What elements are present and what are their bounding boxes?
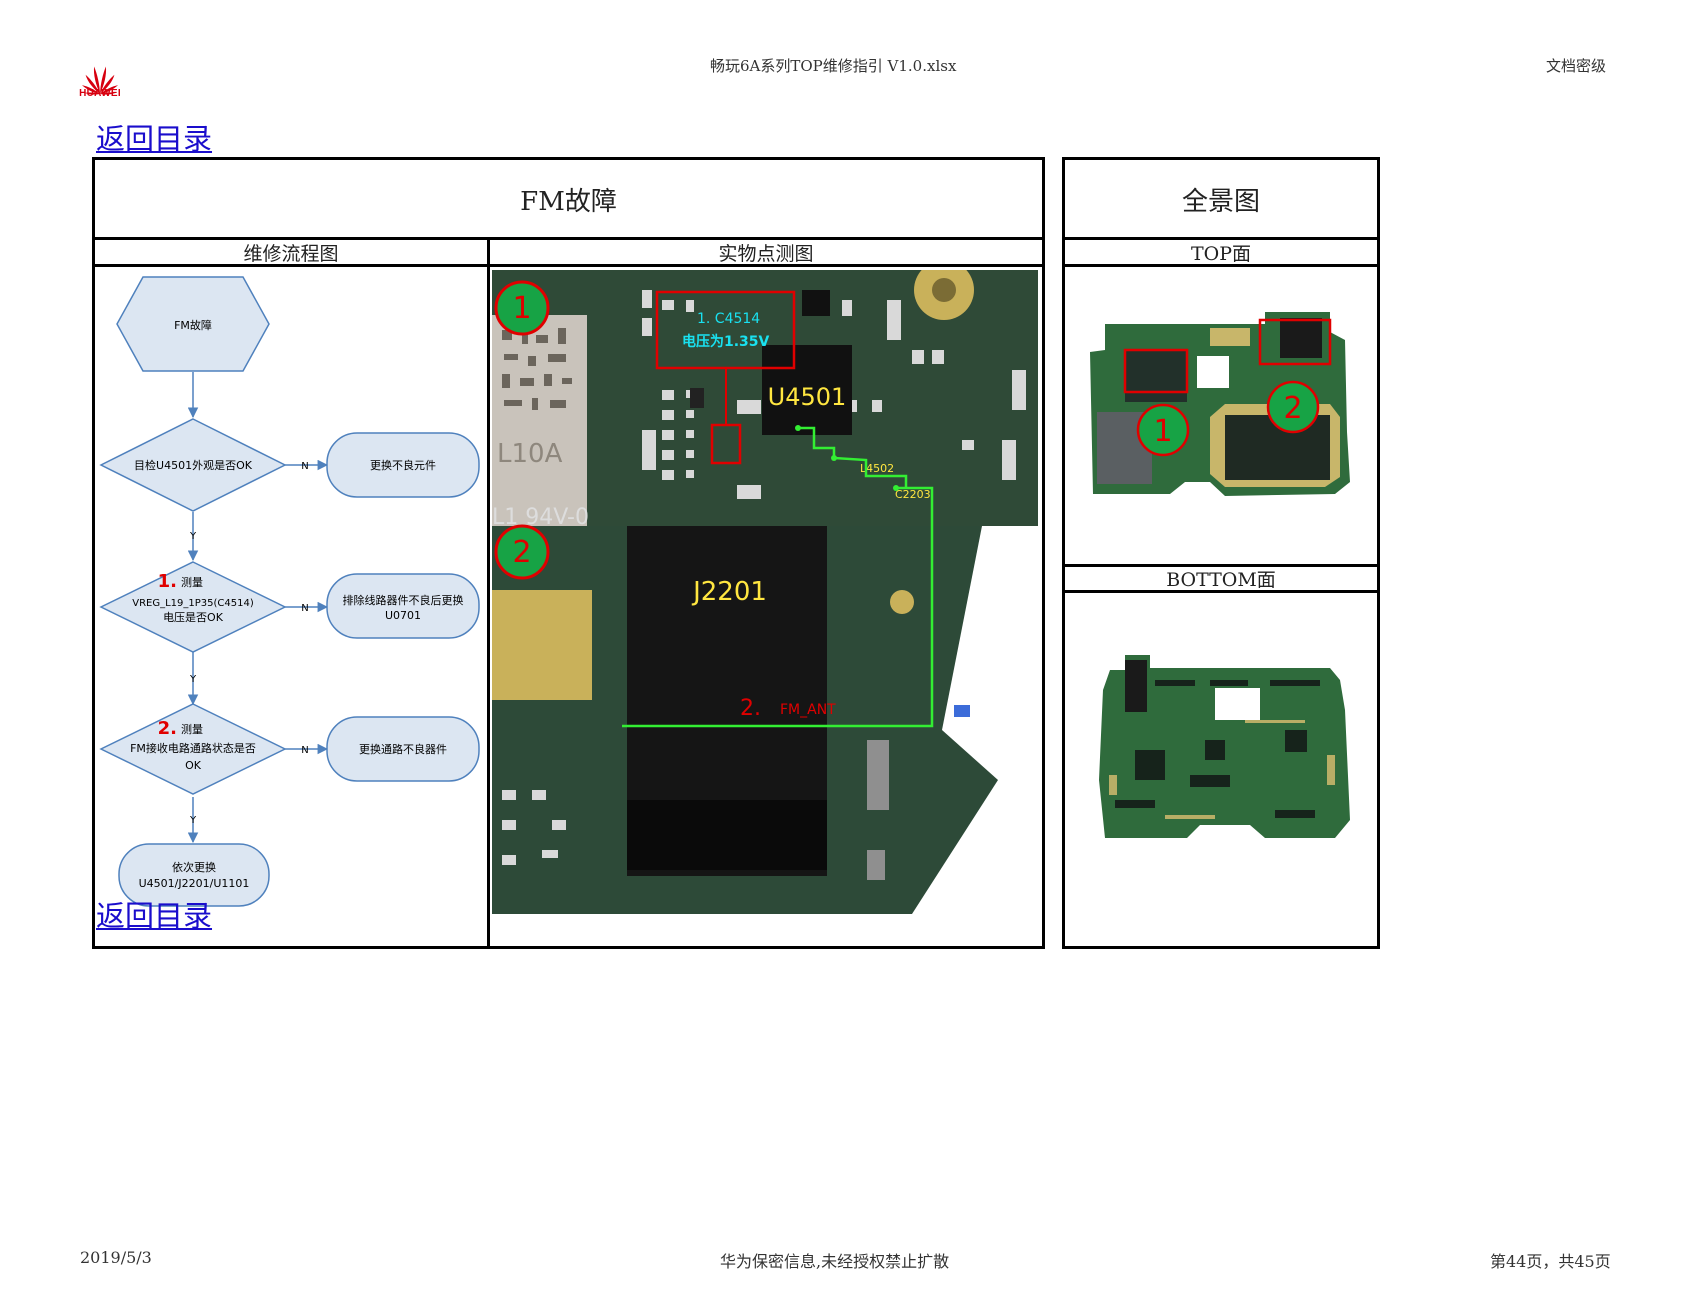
fm-ant-num: 2. (740, 696, 761, 721)
repair-flowchart: FM故障 目检U4501外观是否OK 更换不良元件 1. 测量 VREG_L19… (99, 276, 480, 907)
flow-action-3 (326, 716, 480, 782)
flow-no-1: N (301, 461, 308, 472)
fm-ant-label: FM_ANT (780, 702, 836, 718)
overview-marker-2-text: 2 (1283, 391, 1302, 426)
flow-no-3: N (301, 745, 308, 756)
flow-yes-1: Y (189, 531, 197, 542)
flow-decision-2-line2: 电压是否OK (163, 611, 224, 624)
huawei-logo-icon (81, 66, 119, 95)
back-to-contents-link-bottom[interactable]: 返回目录 (96, 899, 213, 933)
fm-signal-trace (622, 426, 934, 728)
c4514-label: 1. C4514 (697, 311, 760, 327)
flow-start-hexagon (116, 276, 270, 372)
j2201-label: J2201 (691, 577, 767, 607)
flow-yes-2: Y (189, 674, 197, 685)
measurement-photo: L10A L1 94V-0 U4501 1. C4514 电压为1.35V L4… (492, 270, 1038, 914)
overview-marker-2-icon (1266, 380, 1320, 434)
document-title: 畅玩6A系列TOP维修指引 V1.0.xlsx (710, 57, 957, 75)
flow-end-line1: 依次更换 (172, 860, 216, 874)
flow-decision-3-num: 2. (158, 718, 177, 739)
c2203-label: C2203 (895, 488, 931, 501)
overview-marker-1-text: 1 (1153, 414, 1172, 449)
top-board-image: 1 2 (1090, 312, 1350, 496)
top-area-1-box (1123, 348, 1189, 394)
flow-decision-2-line1: VREG_L19_1P35(C4514) (132, 598, 254, 609)
table-title: FM故障 (520, 186, 617, 217)
top-area-2-box (1258, 318, 1332, 366)
pcb-photo-1: L10A L1 94V-0 U4501 1. C4514 电压为1.35V L4… (492, 270, 1038, 530)
flow-action-1-text: 更换不良元件 (370, 458, 436, 472)
flow-start-text: FM故障 (174, 318, 212, 332)
marker-2-text: 2 (512, 535, 531, 570)
voltage-label: 电压为1.35V (682, 333, 770, 350)
silk-label-top: L10A (497, 439, 563, 469)
footer-date: 2019/5/3 (80, 1248, 152, 1267)
bottom-board-image (1099, 655, 1350, 838)
flow-action-2-line2: U0701 (385, 609, 421, 622)
flow-no-2: N (301, 603, 308, 614)
photo-header: 实物点测图 (718, 242, 814, 265)
footer-page-number: 第44页，共45页 (1490, 1252, 1611, 1271)
flow-decision-3-line2: OK (185, 759, 202, 772)
l4502-label: L4502 (860, 462, 894, 475)
flow-action-2 (326, 573, 480, 639)
back-to-contents-link-top[interactable]: 返回目录 (96, 122, 213, 156)
overview-marker-1-icon (1136, 403, 1190, 457)
flow-yes-3: Y (189, 815, 197, 826)
marker-2-icon (494, 524, 550, 580)
pcb-photo-2: J2201 2. FM_ANT 2 (492, 524, 998, 914)
classification-label: 文档密级 (1546, 57, 1607, 75)
marker-1-text: 1 (512, 291, 531, 326)
gold-pad (492, 590, 592, 700)
u4501-label: U4501 (768, 383, 847, 411)
flow-decision-3 (99, 703, 287, 795)
bottom-side-label: BOTTOM面 (1166, 569, 1276, 591)
flow-action-1 (326, 432, 480, 498)
flow-action-3-text: 更换通路不良器件 (359, 742, 447, 756)
flow-end-terminator (118, 843, 270, 907)
flow-decision-1 (99, 418, 287, 512)
flow-decision-2-word: 测量 (181, 576, 203, 589)
top-side-label: TOP面 (1190, 242, 1252, 265)
flow-decision-3-word: 测量 (181, 723, 203, 736)
footer-confidential: 华为保密信息,未经授权禁止扩散 (720, 1252, 950, 1271)
silk-label-bottom: L1 94V-0 (492, 505, 589, 530)
marker-1-icon (494, 280, 550, 336)
flow-end-line2: U4501/J2201/U1101 (139, 877, 250, 890)
flow-decision-2 (99, 561, 287, 653)
flow-action-2-line1: 排除线路器件不良后更换 (343, 593, 464, 607)
overview-title: 全景图 (1181, 186, 1260, 217)
brand-wordmark: HUAWEI (79, 88, 121, 99)
flow-decision-1-text: 目检U4501外观是否OK (134, 458, 253, 472)
flowchart-header: 维修流程图 (243, 242, 339, 265)
flow-decision-2-num: 1. (158, 571, 177, 592)
u4501-chip (762, 345, 852, 435)
flow-decision-3-line1: FM接收电路通路状态是否 (130, 741, 256, 755)
